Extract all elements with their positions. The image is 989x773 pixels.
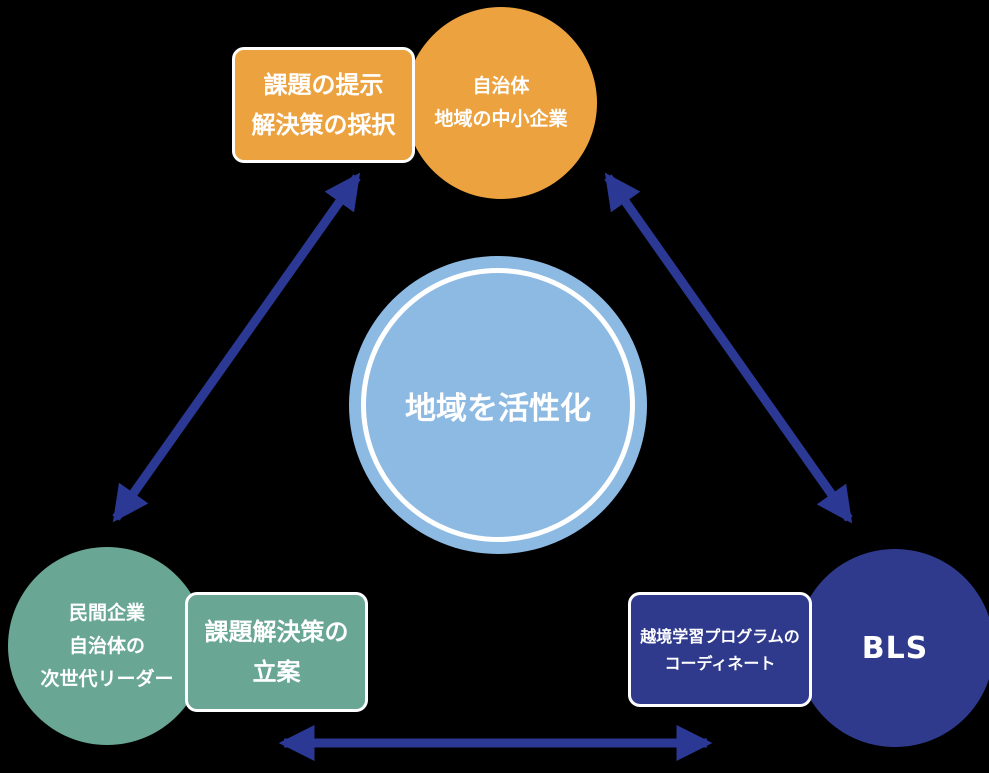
top-node-circle-line1: 自治体 [472,75,530,97]
right-node-circle: BLS [796,549,989,747]
top-node-callout: 課題の提示 解決策の採択 [232,47,415,163]
left-node-circle-line3: 次世代リーダー [40,667,174,690]
right-node-callout-line2: コーディネート [664,653,776,673]
right-node-circle-label: BLS [861,630,929,666]
left-node-callout-line1: 課題解決策の [204,618,349,646]
top-node-callout-line1: 課題の提示 [263,71,384,99]
arrow-top-right [604,172,853,524]
arrow-left-top [112,172,361,523]
top-node-circle: 自治体 地域の中小企業 [405,7,597,199]
center-circle-label: 地域を活性化 [405,390,591,427]
right-node-callout-line1: 越境学習プログラムの [640,626,800,646]
left-node-callout-line2: 立案 [252,658,301,686]
left-node-circle-line2: 自治体の [68,634,145,657]
left-node-callout: 課題解決策の 立案 [185,592,368,712]
center-circle: 地域を活性化 [349,256,647,554]
left-node-circle-line1: 民間企業 [68,601,145,624]
left-node-circle: 民間企業 自治体の 次世代リーダー [8,547,206,745]
top-node-callout-line2: 解決策の採択 [251,111,396,139]
top-node-circle-line2: 地域の中小企業 [434,108,568,130]
right-node-callout: 越境学習プログラムの コーディネート [628,592,812,707]
